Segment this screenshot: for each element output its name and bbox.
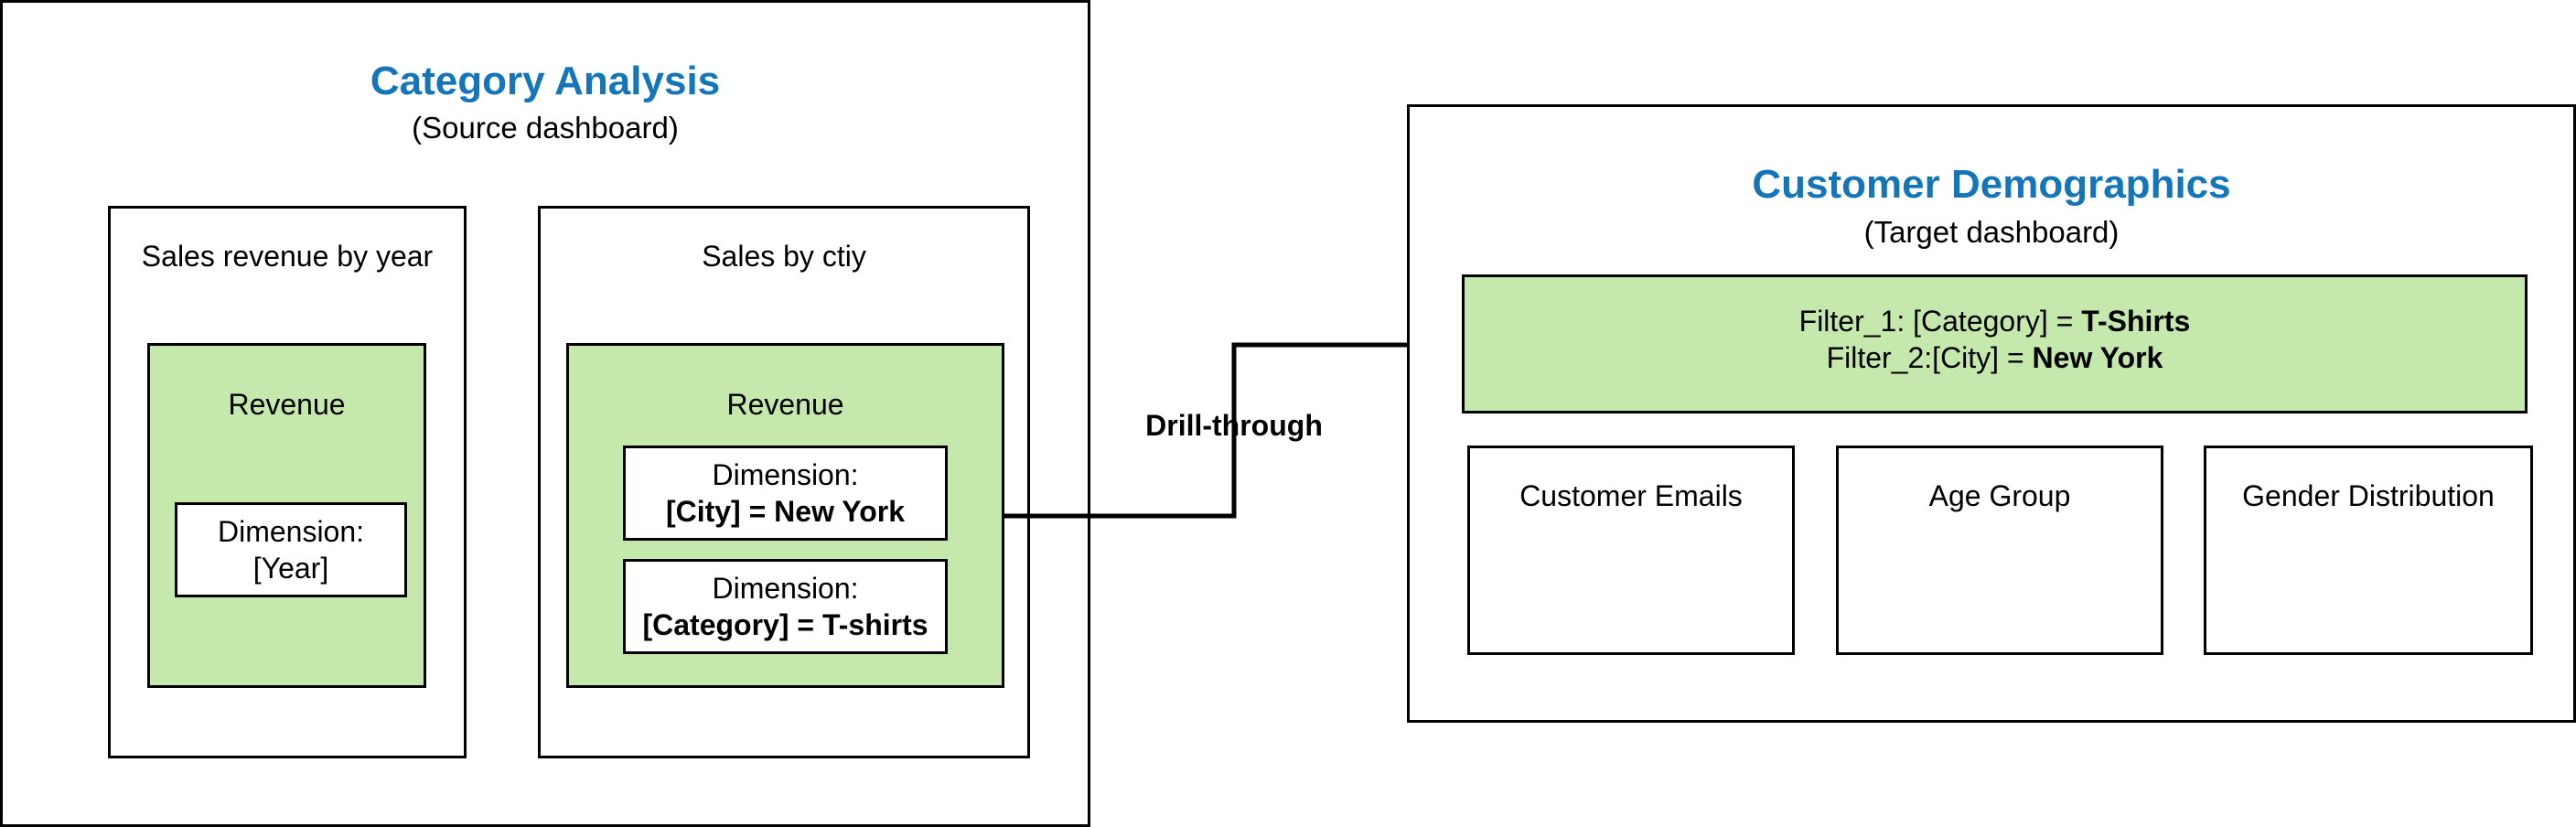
dimension-category-box [623,559,948,654]
widget-age-group [1836,446,2163,655]
target-dashboard-title: Customer Demographics [1752,162,2231,207]
dimension-city-prefix: Dimension: [712,458,859,491]
dimension-city-box [623,446,948,541]
dimension-year-value: [Year] [252,552,329,585]
dimension-category-prefix: Dimension: [712,572,859,605]
widget-gender-distribution-label: Gender Distribution [2242,479,2495,512]
filter-1-prefix: Filter_1: [Category] = [1798,305,2082,338]
filter-2-value: New York [2032,341,2163,374]
filter-1-value: T-Shirts [2081,305,2191,338]
widget-customer-emails-label: Customer Emails [1519,479,1743,512]
filter-box [1462,274,2528,414]
measure-revenue-label: Revenue [228,388,346,421]
widget-age-group-label: Age Group [1928,479,2071,512]
filter-2-prefix: Filter_2:[City] = [1826,341,2033,374]
widget-sales-by-city-label: Sales by ctiy [702,240,866,273]
widget-customer-emails [1467,446,1795,655]
dimension-category-value: [Category] = T-shirts [642,608,928,641]
source-dashboard-subtitle: (Source dashboard) [412,111,679,145]
measure-revenue-label-2: Revenue [726,388,844,421]
dimension-city-value: [City] = New York [665,495,906,528]
filter-2: Filter_2:[City] = New York [1462,341,2528,375]
widget-sales-revenue-by-year-label: Sales revenue by year [141,240,434,273]
source-dashboard-title: Category Analysis [370,59,721,103]
filter-1: Filter_1: [Category] = T-Shirts [1462,305,2528,338]
drill-through-label: Drill-through [1145,409,1323,442]
target-dashboard-subtitle: (Target dashboard) [1863,215,2120,249]
dimension-year-box [175,502,407,597]
dimension-year-prefix: Dimension: [217,515,365,548]
widget-gender-distribution [2204,446,2533,655]
